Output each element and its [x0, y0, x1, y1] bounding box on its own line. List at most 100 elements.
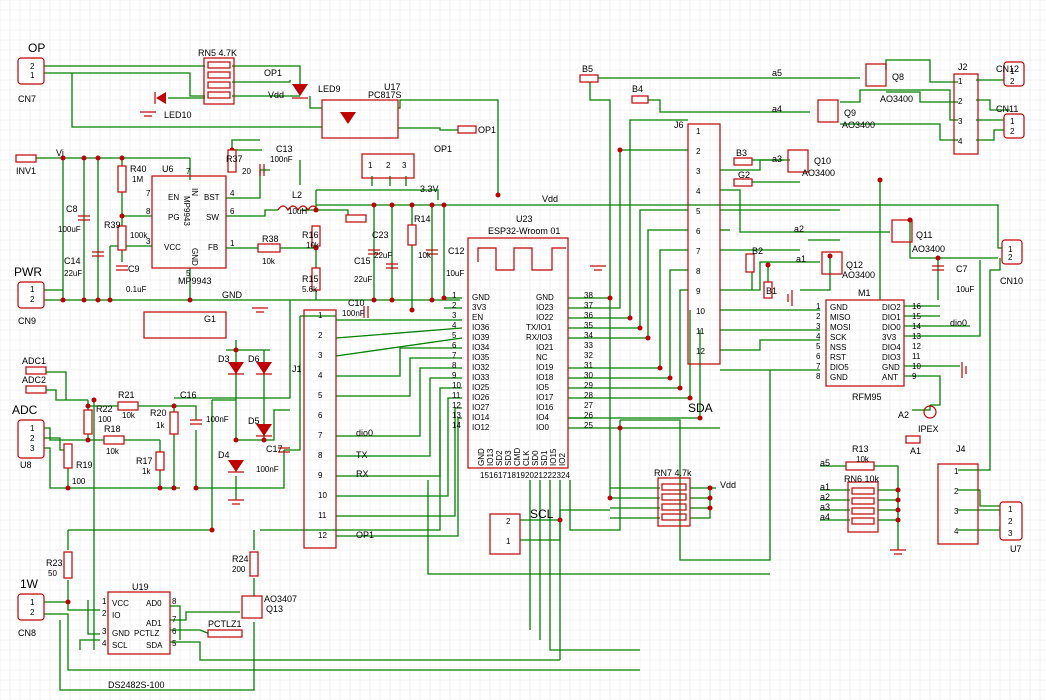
- svg-text:R13: R13: [852, 444, 869, 454]
- port-op-label: OP: [28, 41, 45, 55]
- svg-text:10uH: 10uH: [288, 207, 307, 216]
- svg-text:C8: C8: [66, 204, 78, 214]
- esp-bottom-pin-number: 21: [534, 471, 543, 480]
- rfm-left-pin-number: 7: [816, 362, 821, 371]
- svg-text:3: 3: [102, 627, 107, 636]
- svg-text:100nF: 100nF: [256, 465, 279, 474]
- svg-text:7: 7: [172, 615, 177, 624]
- esp-bottom-pin-number: 19: [516, 471, 525, 480]
- net-op1-a: OP1: [264, 68, 282, 78]
- esp-right-pin-number: 26: [584, 411, 593, 420]
- svg-text:FB: FB: [208, 243, 218, 252]
- esp-left-pin-name: IO34: [472, 343, 490, 352]
- net-sda: SDA: [688, 401, 713, 415]
- esp-right-pin-number: 30: [584, 371, 593, 380]
- rfm-right-pin-number: 14: [912, 322, 921, 331]
- svg-text:3: 3: [30, 444, 35, 453]
- rfm-right-pin-number: 11: [912, 352, 921, 361]
- svg-text:AD0: AD0: [146, 599, 162, 608]
- esp-left-pin-number: 2: [452, 301, 457, 310]
- svg-text:D5: D5: [248, 416, 260, 426]
- svg-text:1: 1: [1010, 117, 1015, 126]
- svg-text:C13: C13: [276, 144, 293, 154]
- esp-bottom-pin-number: 16: [489, 471, 498, 480]
- svg-text:2: 2: [506, 517, 511, 526]
- svg-text:AO3400: AO3400: [880, 94, 913, 104]
- esp-right-pin-name: IO21: [536, 343, 554, 352]
- net-vdd-3: Vdd: [720, 480, 736, 490]
- esp-right-pin-name: IO17: [536, 393, 554, 402]
- net-tx: TX: [356, 450, 368, 460]
- port-adc-label: ADC: [12, 403, 38, 417]
- j1-pin-number: 2: [318, 331, 323, 340]
- port-cn11-label: CN11: [996, 104, 1018, 114]
- svg-text:22uF: 22uF: [354, 275, 372, 284]
- j6-pin-number: 11: [696, 327, 705, 336]
- svg-text:10k: 10k: [262, 257, 276, 266]
- esp-right-pin-number: 28: [584, 391, 593, 400]
- j6-pin-number: 6: [696, 227, 701, 236]
- esp-bottom-pin-number: 22: [543, 471, 552, 480]
- j1-pin-number: 11: [318, 511, 327, 520]
- svg-text:D3: D3: [218, 354, 230, 364]
- svg-text:5.6k: 5.6k: [302, 285, 318, 294]
- esp-left-pin-name: IO26: [472, 393, 490, 402]
- svg-text:SDA: SDA: [146, 641, 163, 650]
- net-b5: B5: [582, 64, 593, 74]
- svg-text:SW: SW: [206, 213, 219, 222]
- svg-text:R40: R40: [130, 164, 147, 174]
- j6-pin-number: 4: [696, 187, 701, 196]
- svg-text:10uF: 10uF: [956, 285, 974, 294]
- svg-text:10uF: 10uF: [446, 269, 464, 278]
- ground-symbols: [140, 111, 967, 555]
- svg-text:C23: C23: [372, 230, 389, 240]
- svg-text:1: 1: [30, 285, 35, 294]
- svg-text:MP9943: MP9943: [182, 196, 191, 226]
- components: [15, 57, 1025, 655]
- svg-text:J6: J6: [674, 120, 684, 130]
- svg-text:200: 200: [232, 565, 246, 574]
- net-a4-b: a4: [820, 512, 830, 522]
- rfm-right-pin-number: 13: [912, 332, 921, 341]
- capacitors: [78, 164, 944, 453]
- svg-text:R20: R20: [150, 408, 167, 418]
- port-cn12-label: CN12: [996, 64, 1019, 74]
- svg-text:1: 1: [1008, 245, 1013, 254]
- svg-text:1: 1: [1010, 67, 1015, 76]
- svg-text:1: 1: [958, 77, 963, 86]
- svg-text:1: 1: [368, 161, 373, 170]
- rfm-left-pin-name: SCK: [830, 333, 847, 342]
- svg-text:100uF: 100uF: [58, 225, 81, 234]
- svg-text:AD1: AD1: [146, 619, 162, 628]
- esp-left-pin-number: 8: [452, 361, 457, 370]
- esp-bottom-pin-number: 15: [480, 471, 489, 480]
- esp-right-pin-number: 38: [584, 291, 593, 300]
- rfm-right-pin-name: ANT: [882, 373, 898, 382]
- svg-text:C10: C10: [348, 298, 365, 308]
- net-vi: Vi: [56, 148, 64, 158]
- j1-pin-number: 4: [318, 371, 323, 380]
- j6-pin-number: 9: [696, 287, 701, 296]
- svg-text:R23: R23: [46, 558, 63, 568]
- svg-text:LED10: LED10: [164, 110, 192, 120]
- esp-left-pin-number: 1: [452, 291, 457, 300]
- svg-text:1: 1: [102, 597, 107, 606]
- port-pwr-label: PWR: [14, 265, 42, 279]
- svg-text:2: 2: [30, 62, 35, 71]
- svg-text:1M: 1M: [132, 175, 143, 184]
- svg-text:4: 4: [958, 137, 963, 146]
- svg-text:100nF: 100nF: [206, 415, 229, 424]
- j6-pin-number: 3: [696, 167, 701, 176]
- svg-text:IN: IN: [190, 188, 199, 196]
- svg-text:4: 4: [230, 189, 235, 198]
- esp-right-pin-name: IO22: [536, 313, 554, 322]
- port-u7-label: U7: [1010, 544, 1022, 554]
- svg-text:VCC: VCC: [112, 599, 129, 608]
- rfm-right-pin-number: 15: [912, 312, 921, 321]
- svg-text:0.1uF: 0.1uF: [126, 285, 147, 294]
- j1-pin-number: 7: [318, 431, 323, 440]
- esp-left-pin-number: 4: [452, 321, 457, 330]
- esp-left-pin-name: 3V3: [472, 303, 487, 312]
- rfm-right-pin-name: DIO1: [882, 313, 901, 322]
